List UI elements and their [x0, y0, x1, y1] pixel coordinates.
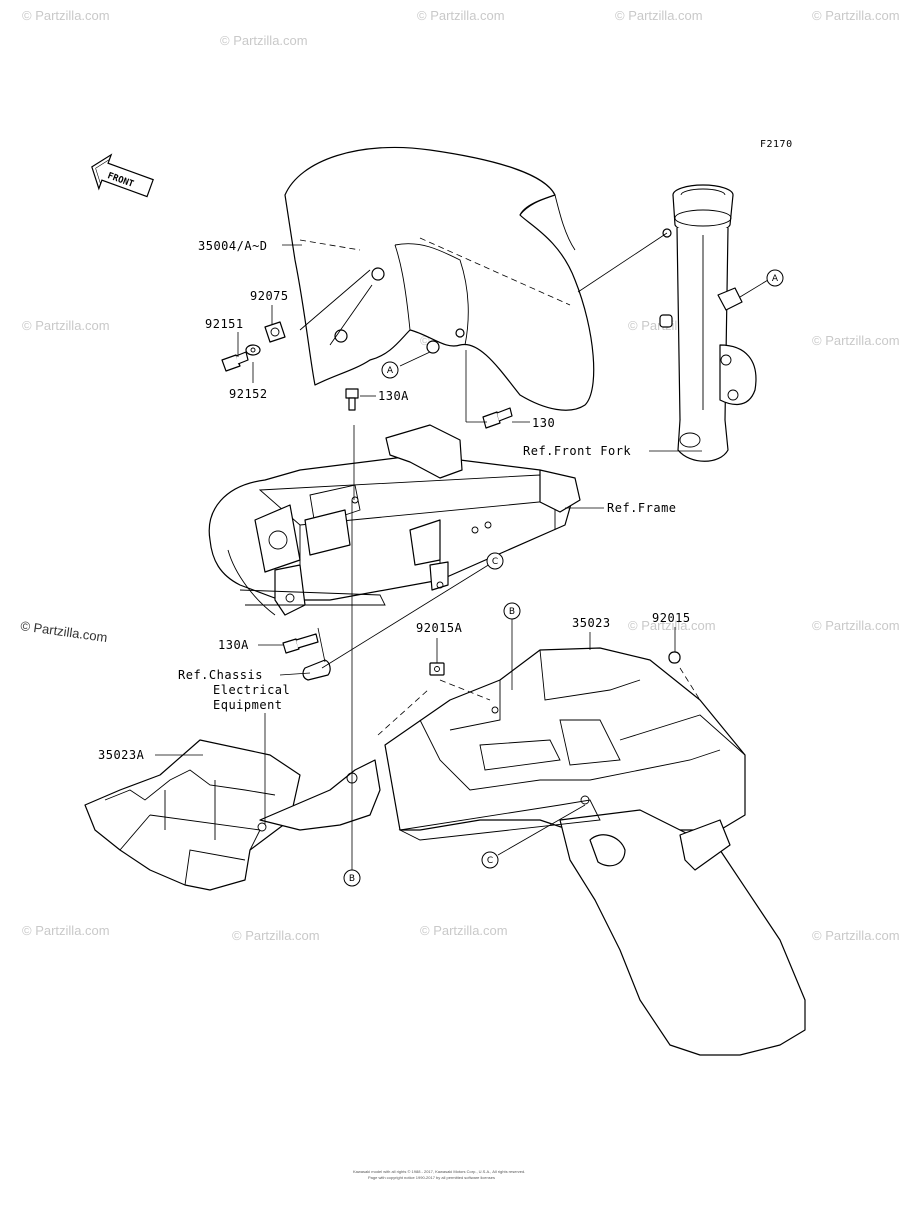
frame: [208, 424, 581, 616]
watermark: © Partzilla.com: [417, 8, 505, 23]
ref-markers: A A B B C C: [343, 269, 784, 887]
watermark-dark: © Partzilla.com: [20, 618, 109, 645]
part-number-35023A: 35023A: [98, 748, 145, 762]
ref-chassis-line3: Equipment: [213, 698, 283, 712]
ref-a-label: A: [772, 274, 779, 284]
watermark: © Partzilla.com: [628, 618, 716, 633]
ref-b-label: B: [349, 874, 355, 884]
ref-marker-a: [381, 361, 399, 379]
leader-lines: [155, 244, 769, 870]
footer-copyright: Kawasaki model with all rights © 1988 - …: [353, 1169, 525, 1174]
ref-chassis-line2: Electrical: [213, 683, 290, 697]
part-number-92151: 92151: [205, 317, 244, 331]
footer: Kawasaki model with all rights © 1988 - …: [353, 1169, 525, 1180]
watermark: © Partzilla.com: [220, 33, 308, 48]
ref-marker-c: [486, 552, 504, 570]
ref-marker-a: [766, 269, 784, 287]
footer-notice: Page with copyright notice 1990-2017 by …: [368, 1175, 495, 1180]
front-arrow-icon: FRONT: [91, 153, 154, 198]
ref-frame: Ref.Frame: [607, 501, 677, 515]
undertray-35023A: [84, 739, 381, 891]
part-number-92015: 92015: [652, 611, 691, 625]
watermark: © Partzilla.com: [232, 928, 320, 943]
front-fork: [577, 184, 757, 462]
part-number-92075: 92075: [250, 289, 289, 303]
watermark: © Partzilla.com: [22, 923, 110, 938]
lower-bolt: [282, 627, 331, 681]
part-number-35023: 35023: [572, 616, 611, 630]
ref-a-label: A: [387, 366, 394, 376]
ref-c-label: C: [487, 856, 493, 866]
ref-chassis: Ref.Chassis: [178, 668, 263, 682]
watermark: © Partzilla.com: [615, 8, 703, 23]
watermark: © Partzilla.com: [812, 618, 900, 633]
watermark: © Partzilla.com: [812, 928, 900, 943]
figure-code: F2170: [760, 139, 793, 150]
part-number-130A-lower: 130A: [218, 638, 249, 652]
ref-b-label: B: [509, 607, 515, 617]
watermark: © Partzilla.com: [812, 8, 900, 23]
ref-front-fork: Ref.Front Fork: [523, 444, 631, 458]
part-number-130A: 130A: [378, 389, 409, 403]
fender-hardware: [221, 321, 513, 429]
part-number-92015A: 92015A: [416, 621, 463, 635]
watermark: © Partzilla.com: [812, 333, 900, 348]
front-fender: [284, 146, 595, 411]
part-number-130: 130: [532, 416, 555, 430]
ref-marker-c: [481, 851, 499, 869]
watermark: © Partzilla.com: [22, 318, 110, 333]
watermark: © Partzilla.com: [22, 8, 110, 23]
part-number-92152: 92152: [229, 387, 268, 401]
callout-labels: 35004/A~D 92075 92151 92152 130A 130 Ref…: [98, 239, 691, 762]
watermark: © Partzilla.com: [420, 923, 508, 938]
ref-marker-b: [343, 869, 361, 887]
ref-marker-b: [503, 602, 521, 620]
part-number-35004: 35004/A~D: [198, 239, 268, 253]
rear-fender-35023: [377, 647, 806, 1056]
ref-c-label: C: [492, 557, 498, 567]
